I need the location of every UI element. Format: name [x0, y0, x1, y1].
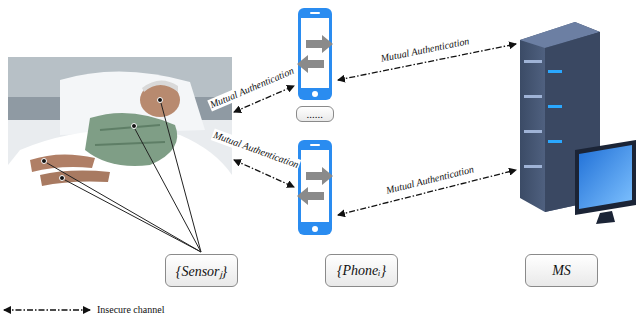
insecure-channel-arrows	[234, 44, 516, 215]
ellipsis-box: ......	[296, 106, 334, 122]
entity-label: {Sensorⱼ}	[176, 261, 227, 280]
entity-label: MS	[552, 263, 571, 279]
legend-sample	[4, 309, 90, 310]
entity-label: ......	[307, 108, 324, 120]
legend-text: Insecure channel	[97, 304, 164, 316]
entity-box: {Sensorⱼ}	[165, 254, 238, 287]
phone-icon	[297, 140, 333, 235]
leader-lines	[47, 103, 201, 252]
entity-box: {Phoneᵢ}	[325, 254, 398, 287]
server-icon	[520, 22, 636, 224]
phone-icon	[297, 8, 333, 100]
patient-photo	[8, 57, 232, 203]
channel-label: Mutual Authentication	[379, 35, 472, 65]
entity-box: MS	[525, 254, 598, 287]
entity-label: {Phoneᵢ}	[337, 263, 386, 279]
